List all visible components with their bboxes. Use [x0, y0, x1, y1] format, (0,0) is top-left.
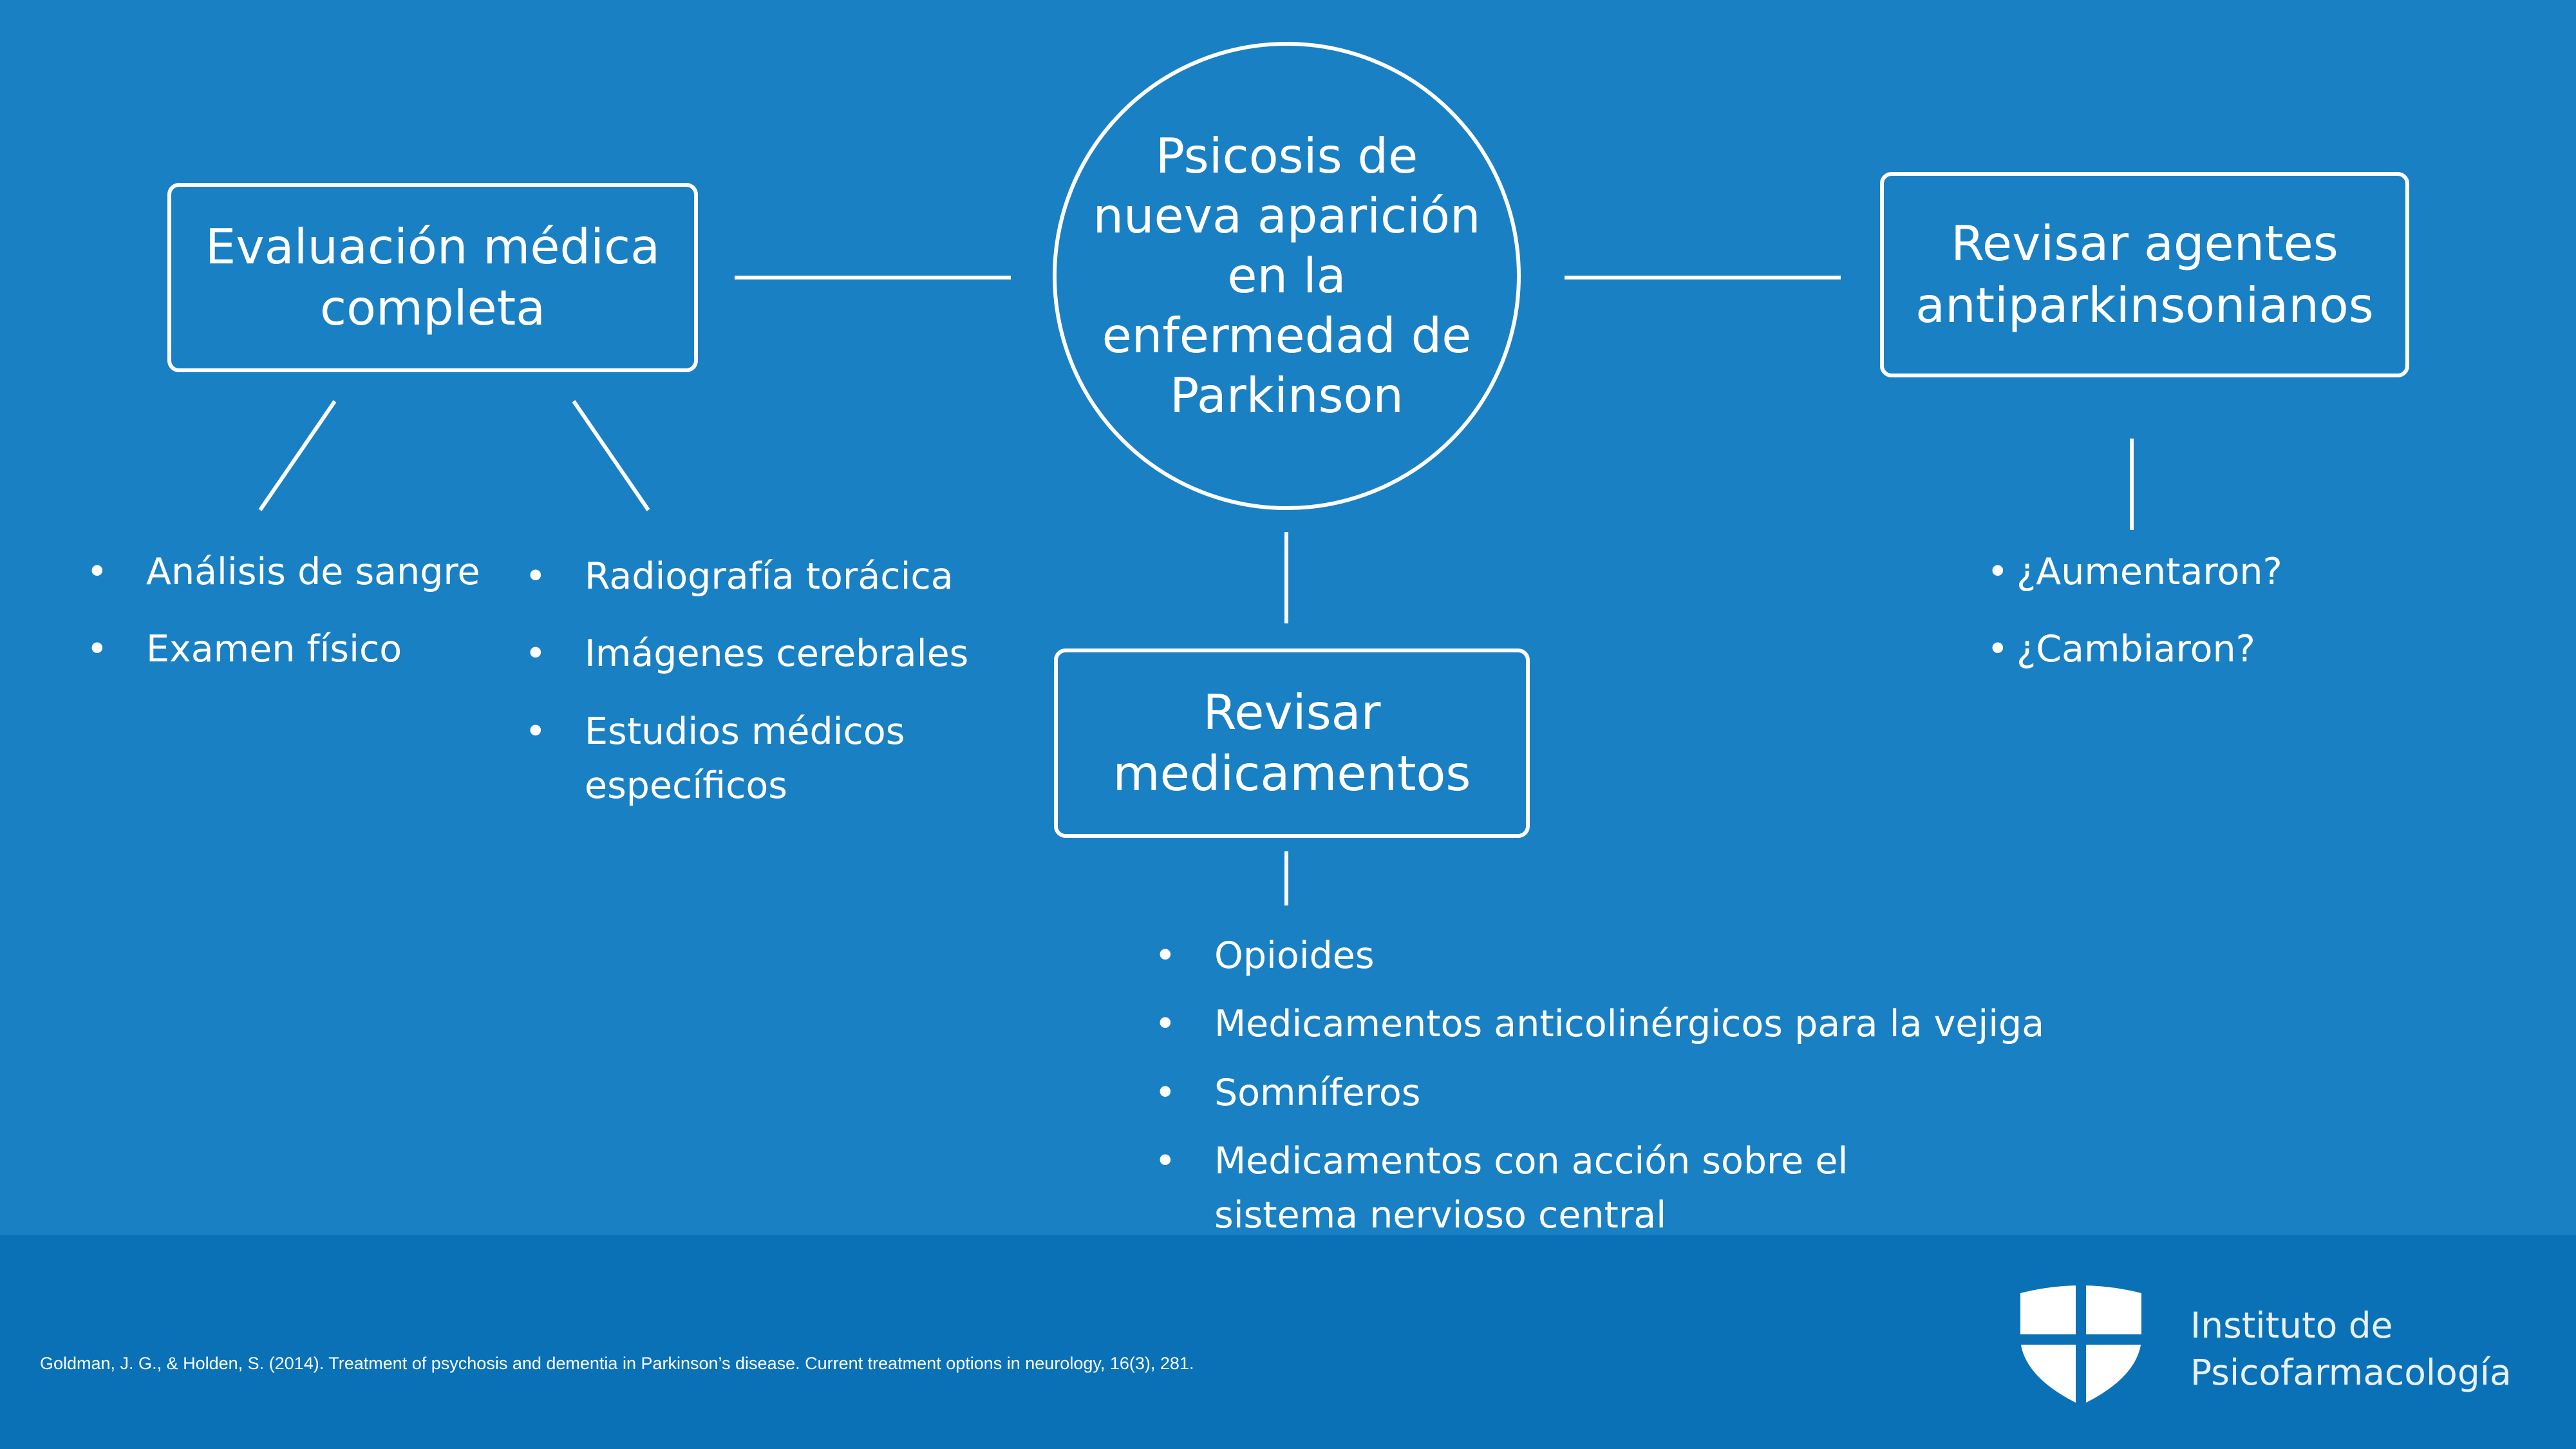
- connector-lines: [258, 276, 2134, 905]
- list-item: Radiografía torácica: [525, 549, 1014, 604]
- connector-left-branch-b: [572, 400, 650, 511]
- list-item: Estudios médicos específicos: [525, 705, 1014, 813]
- connector-left-branch-a: [258, 400, 337, 511]
- list-item: Análisis de sangre: [86, 545, 498, 600]
- node-medical-evaluation-title: Evaluación médica completa: [205, 218, 661, 336]
- footer-band: [0, 1235, 2576, 1449]
- citation-text: Goldman, J. G., & Holden, S. (2014). Tre…: [40, 1354, 1194, 1373]
- node-antiparkinsonian-title: Revisar agentes antiparkinsonianos: [1915, 215, 2374, 334]
- list-item: Medicamentos con acción sobre el sistema…: [1154, 1134, 1871, 1243]
- shield-cross-icon: [2018, 1284, 2144, 1406]
- center-circle: Psicosis de nueva aparición en la enferm…: [1053, 42, 1521, 510]
- node-medical-evaluation: Evaluación médica completa: [167, 183, 698, 372]
- list-item: Somníferos: [1154, 1066, 2069, 1121]
- list-imaging-studies: Radiografía torácica Imágenes cerebrales…: [525, 549, 1014, 836]
- institute-name: Instituto de Psicofarmacología: [2190, 1302, 2512, 1396]
- node-review-medications: Revisar medicamentos: [1054, 649, 1530, 838]
- node-antiparkinsonian: Revisar agentes antiparkinsonianos: [1880, 172, 2409, 377]
- institute-name-line1: Instituto de: [2190, 1305, 2393, 1346]
- list-item: ¿Cambiaron?: [1987, 622, 2373, 677]
- list-item: Medicamentos anticolinérgicos para la ve…: [1154, 997, 2069, 1052]
- node-review-medications-title: Revisar medicamentos: [1113, 683, 1471, 802]
- list-item: Examen físico: [86, 622, 498, 677]
- center-title: Psicosis de nueva aparición en la enferm…: [1093, 128, 1481, 424]
- institute-name-line2: Psicofarmacología: [2190, 1351, 2512, 1393]
- list-medications: Opioides Medicamentos anticolinérgicos p…: [1154, 929, 2069, 1257]
- list-item: ¿Aumentaron?: [1987, 545, 2373, 600]
- list-item: Opioides: [1154, 929, 2069, 983]
- list-item: Imágenes cerebrales: [525, 627, 1014, 681]
- list-blood-exam: Análisis de sangre Examen físico: [86, 545, 498, 700]
- list-antiparkinsonian-questions: ¿Aumentaron? ¿Cambiaron?: [1987, 545, 2373, 700]
